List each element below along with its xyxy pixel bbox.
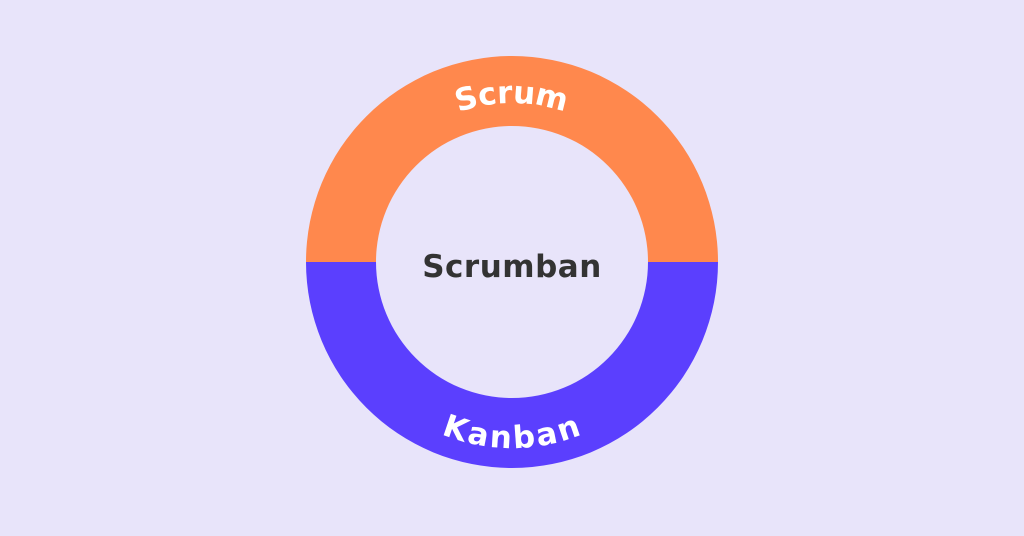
scrum-segment [306,56,718,262]
center-label: Scrumban [422,249,602,285]
kanban-segment [306,262,718,468]
